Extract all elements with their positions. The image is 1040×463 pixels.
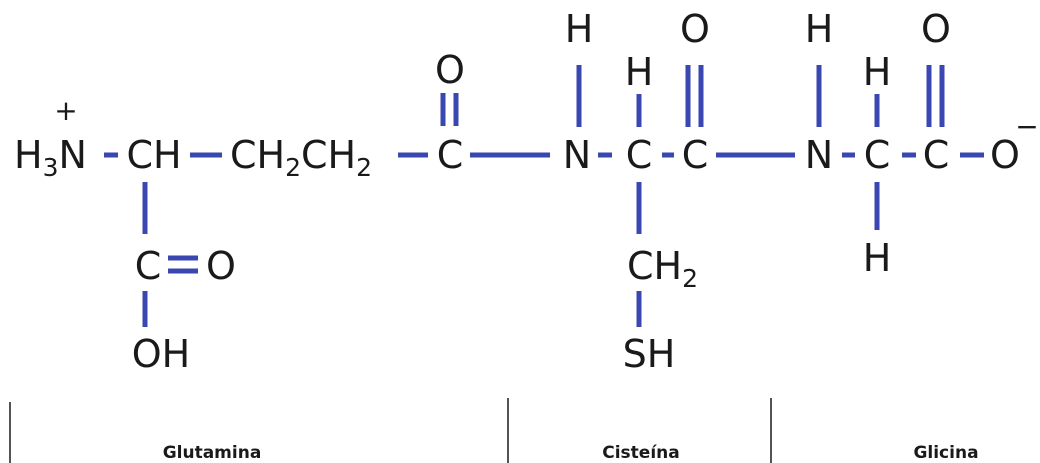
h3n-n: N bbox=[58, 133, 86, 177]
atoms-main-chain: + H3N CH CH2CH2 C O N H C H C O N H C H … bbox=[14, 7, 1039, 280]
atom-h-c-alpha-cysteine: H bbox=[625, 50, 654, 94]
atom-oh-glutamine: OH bbox=[132, 332, 190, 376]
atom-h3n: H3N bbox=[14, 133, 87, 182]
atom-c-alpha-glycine: C bbox=[864, 133, 891, 177]
atom-o-minus: O bbox=[990, 133, 1020, 177]
ch2-cys-subscript: 2 bbox=[682, 264, 698, 293]
atom-c-carboxyl-glycine: C bbox=[923, 133, 950, 177]
atom-c-alpha-cysteine: C bbox=[626, 133, 653, 177]
ch2-a-subscript: 2 bbox=[285, 153, 301, 182]
label-glutamina: Glutamina bbox=[163, 443, 262, 463]
atom-h-c-alpha-glycine-bottom: H bbox=[863, 236, 892, 280]
atom-o-top-glycine: O bbox=[921, 7, 951, 51]
ch2-b-subscript: 2 bbox=[356, 153, 372, 182]
residue-dividers bbox=[9, 398, 772, 463]
atom-h-n-glycine: H bbox=[805, 7, 834, 51]
bonds bbox=[104, 65, 984, 327]
atom-c-side-glutamine: C bbox=[135, 244, 162, 288]
label-glicina: Glicina bbox=[913, 443, 978, 463]
atom-n-cysteine: N bbox=[563, 133, 591, 177]
atom-o-side-glutamine: O bbox=[206, 244, 236, 288]
cysteine-side-group: CH2 SH bbox=[623, 244, 698, 376]
atom-n-glycine: N bbox=[805, 133, 833, 177]
atom-ch2-cysteine: CH2 bbox=[627, 244, 698, 293]
ch2-a-text: CH bbox=[230, 133, 285, 177]
atom-c-carbonyl-cysteine: C bbox=[682, 133, 709, 177]
h3n-subscript: 3 bbox=[43, 153, 59, 182]
residue-labels: Glutamina Cisteína Glicina bbox=[163, 443, 979, 463]
atom-c-gamma: C bbox=[437, 133, 464, 177]
atom-o-gamma: O bbox=[435, 48, 465, 92]
atom-sh-cysteine: SH bbox=[623, 332, 676, 376]
glutamine-side-group: C O OH bbox=[132, 244, 236, 376]
atom-o-cysteine: O bbox=[680, 7, 710, 51]
atom-ch-alpha-glutamine: CH bbox=[126, 133, 181, 177]
ch2-cys-text: CH bbox=[627, 244, 682, 288]
negative-charge: − bbox=[1015, 110, 1038, 143]
ch2-b-text: CH bbox=[301, 133, 356, 177]
h3n-h: H bbox=[14, 133, 43, 177]
label-cisteina: Cisteína bbox=[602, 443, 679, 463]
atom-h-c-alpha-glycine-top: H bbox=[863, 50, 892, 94]
positive-charge: + bbox=[54, 94, 77, 127]
atom-ch2ch2: CH2CH2 bbox=[230, 133, 372, 182]
atom-h-n-cysteine: H bbox=[565, 7, 594, 51]
